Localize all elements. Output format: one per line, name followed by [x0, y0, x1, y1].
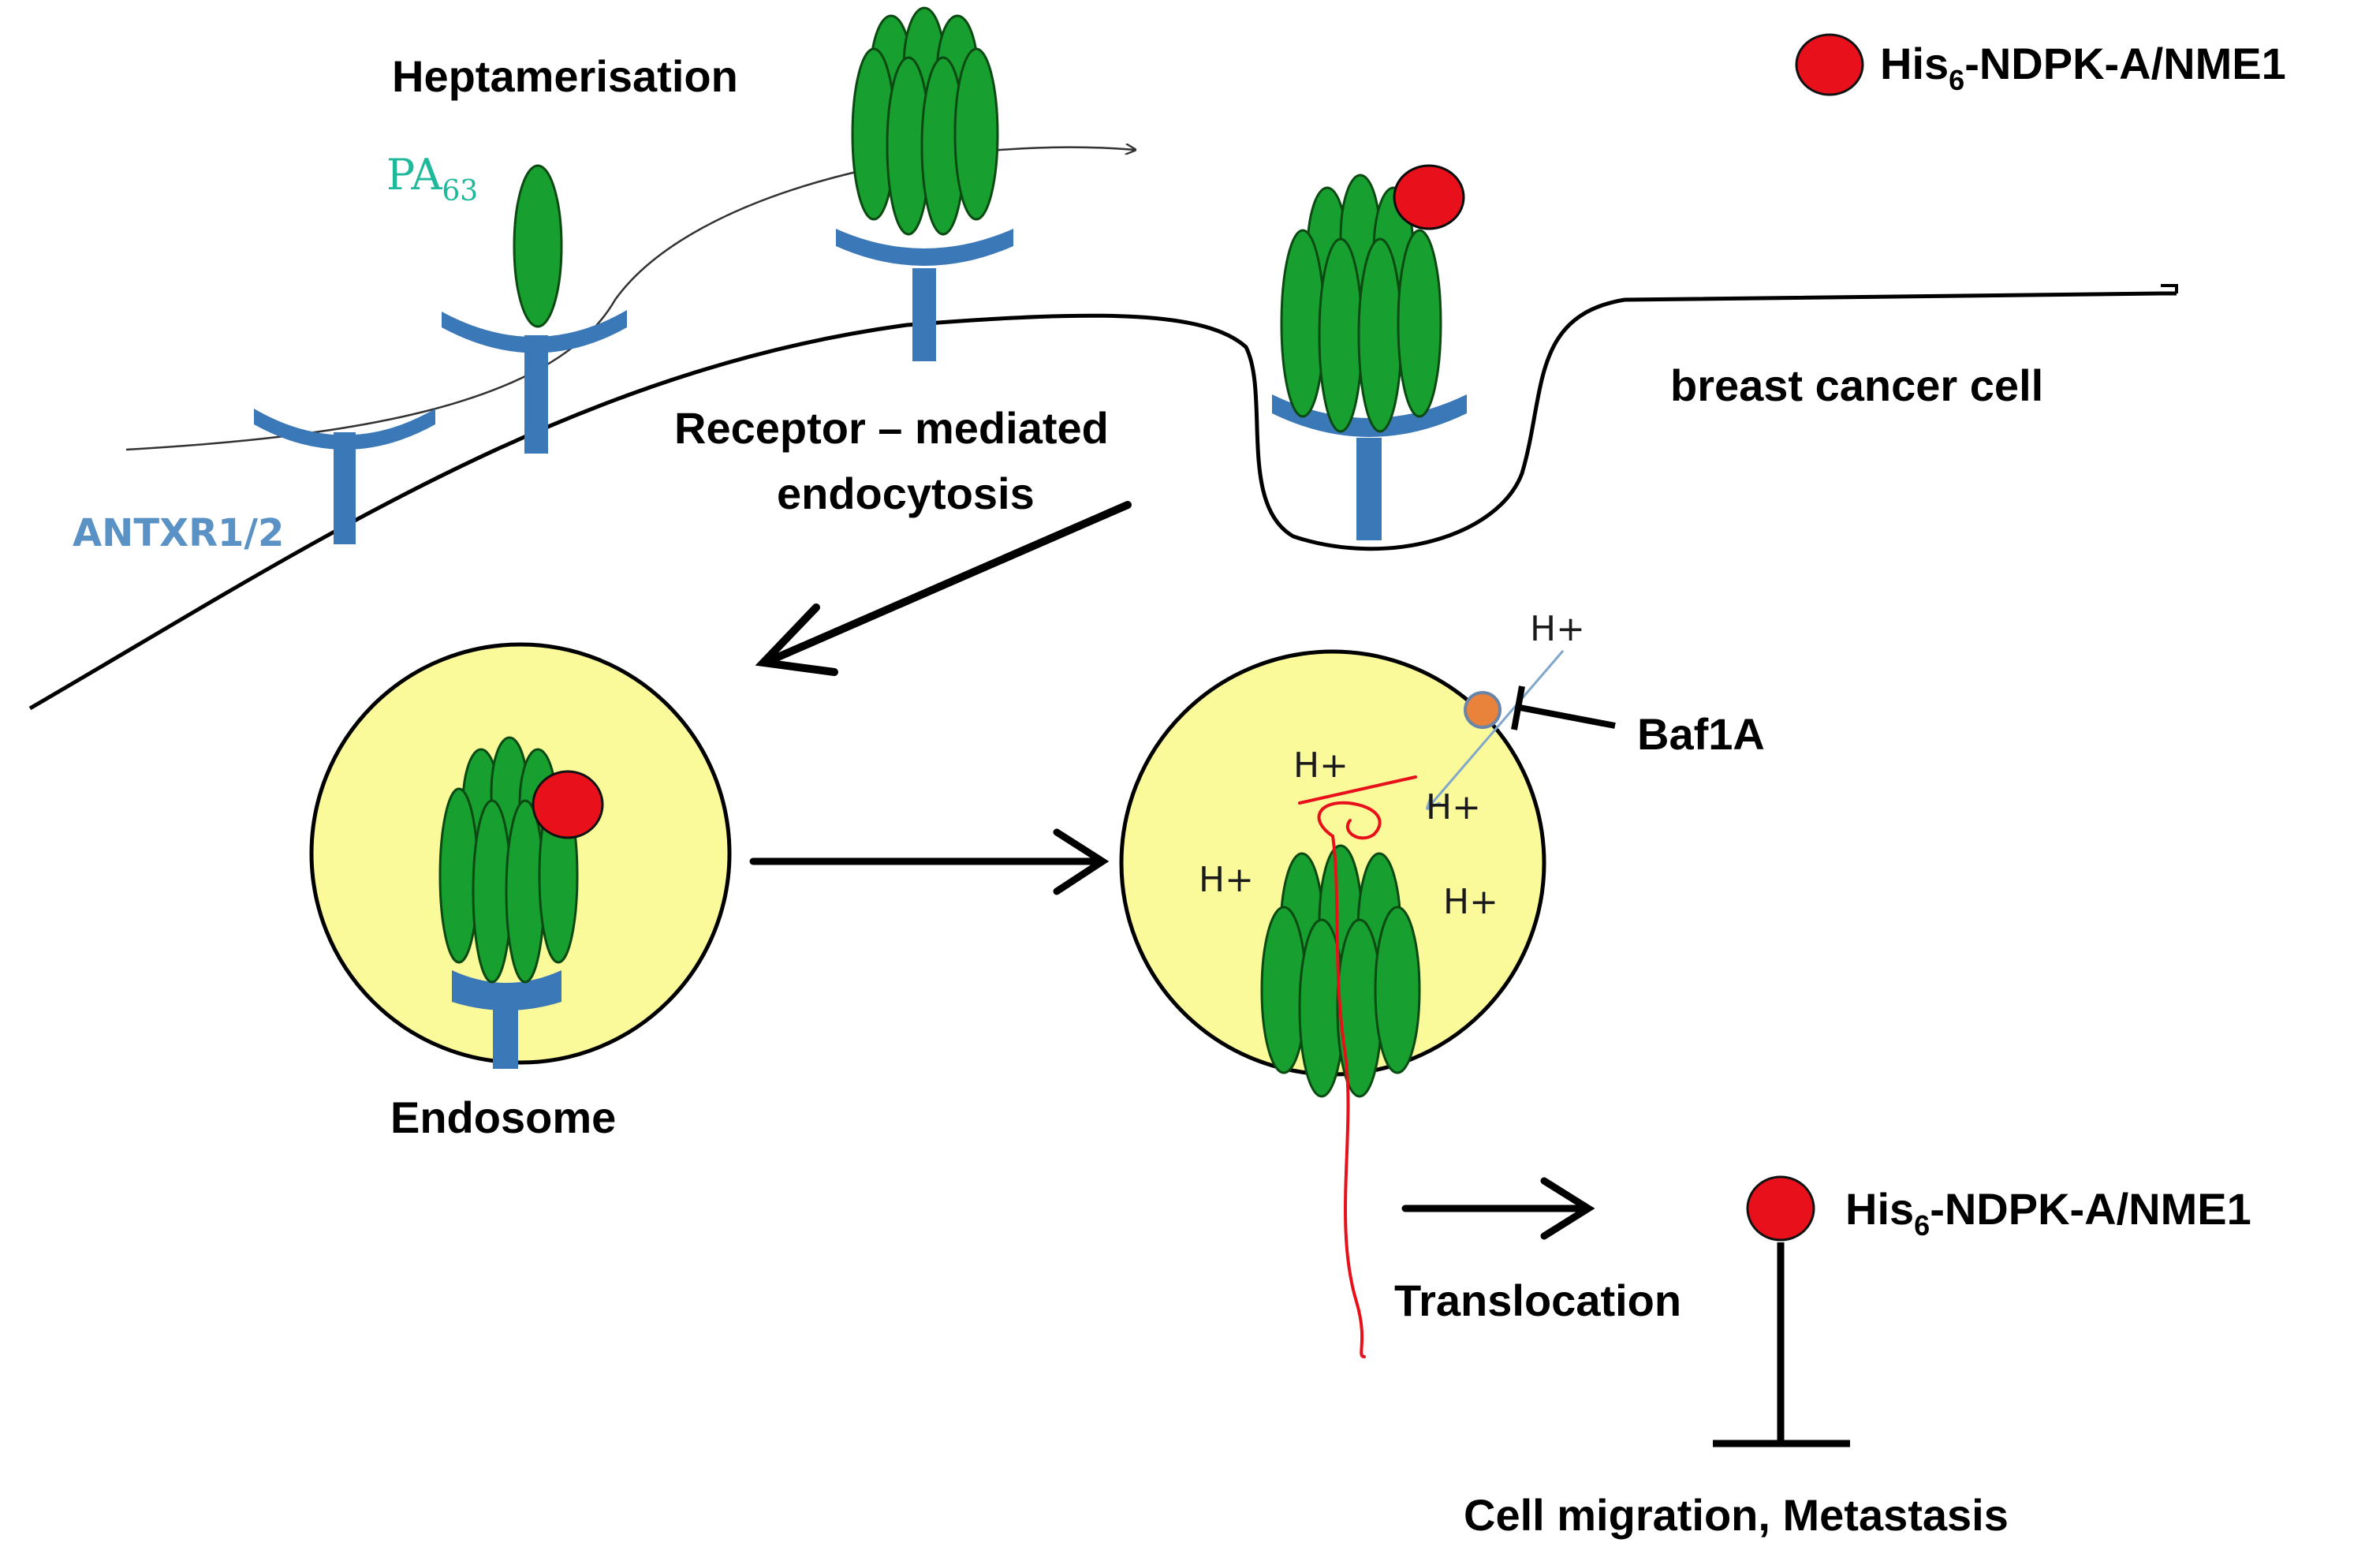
translocation-arrow: [1401, 1177, 1595, 1240]
product-label-sub: 6: [1914, 1209, 1930, 1242]
receptor-antxr-1: [254, 409, 435, 544]
legend-ndpk-icon: [1795, 33, 1864, 96]
heptamer-prepore-1: [836, 6, 1013, 361]
proton-label-2: H+: [1426, 787, 1481, 827]
legend: His6-NDPK-A/NME1: [1795, 33, 2286, 96]
membrane-end-cap: [2161, 284, 2178, 293]
ndpk-protein-endosome: [532, 770, 604, 839]
pa63-monomer: [513, 164, 563, 328]
svg-text:His6-NDPK-A/NME1: His6-NDPK-A/NME1: [1880, 39, 2286, 96]
heptamer-with-ndpk-in-pit: [1272, 164, 1467, 540]
baf1a-inhibition-bar: [1511, 685, 1616, 730]
proton-influx-line: [1427, 650, 1565, 809]
ndpk-protein-membrane: [1393, 164, 1465, 230]
pa63-label-main: PA: [386, 150, 442, 200]
endocytosis-arrow: [755, 501, 1132, 676]
product-label-main: His: [1845, 1184, 1914, 1234]
breast-cancer-cell-label: breast cancer cell: [1670, 360, 2043, 410]
legend-label-main: His: [1880, 39, 1949, 88]
endosome-2-acidified: H+ H+ H+ H+: [1119, 649, 1565, 1358]
heptamerisation-label: Heptamerisation: [392, 51, 738, 101]
released-ndpk: [1713, 1175, 1850, 1447]
product-label: His6-NDPK-A/NME1: [1845, 1184, 2251, 1242]
pa63-label-sub: 63: [442, 175, 478, 207]
v-atpase-pump: [1464, 691, 1501, 729]
endosome-1: [309, 642, 732, 1069]
endosome-label: Endosome: [390, 1093, 616, 1142]
antxr-label: ANTXR1/2: [73, 511, 284, 555]
proton-label-4: H+: [1443, 882, 1498, 922]
baf1a-label: Baf1A: [1637, 709, 1765, 759]
receptor-mediated-label: Receptor – mediated: [674, 403, 1109, 453]
legend-label-suffix: -NDPK-A/NME1: [1964, 39, 2286, 88]
receptor-with-pa63: [442, 164, 627, 454]
maturation-arrow: [749, 828, 1110, 895]
proton-label-3: H+: [1199, 860, 1254, 900]
outcome-label: Cell migration, Metastasis: [1464, 1490, 2009, 1540]
cell-membrane: [28, 291, 2177, 711]
endocytosis-label: endocytosis: [777, 469, 1035, 518]
translocation-label: Translocation: [1394, 1276, 1681, 1325]
legend-label-sub: 6: [1949, 64, 1964, 96]
unfolding-ndpk: [1298, 775, 1417, 1358]
proton-label-1: H+: [1293, 745, 1349, 786]
pa63-label: PA63: [386, 150, 478, 207]
proton-label-outside: H+: [1530, 609, 1585, 649]
product-label-suffix: -NDPK-A/NME1: [1930, 1184, 2251, 1234]
ndpk-protein-released: [1746, 1175, 1815, 1242]
